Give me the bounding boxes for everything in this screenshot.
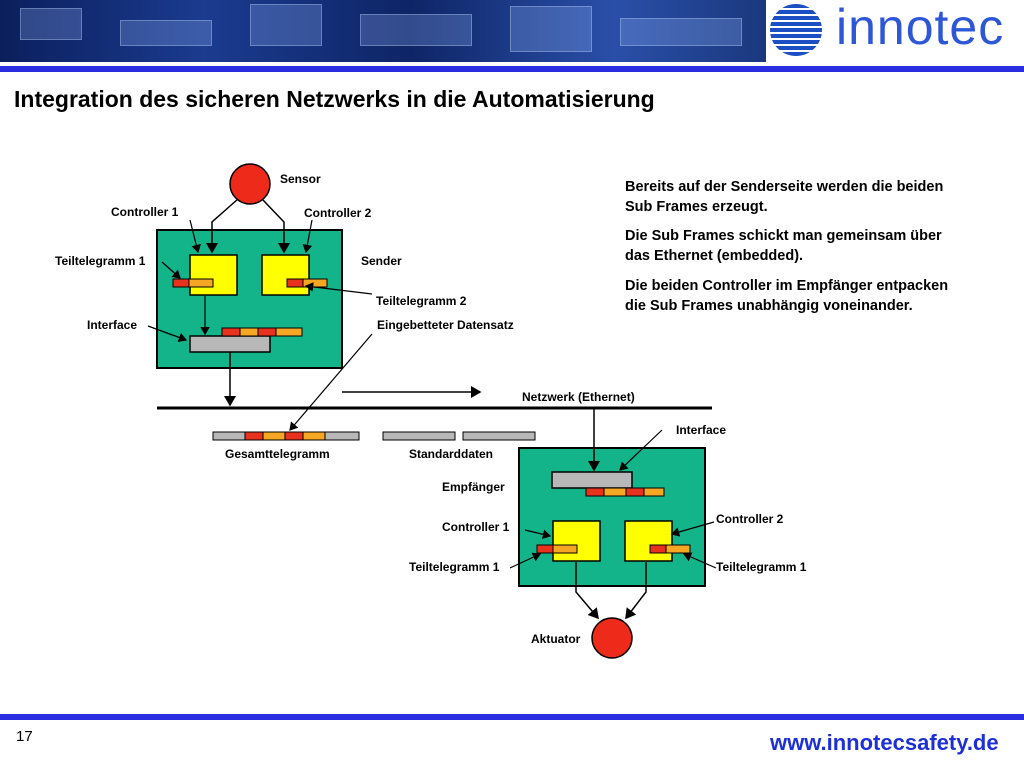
label-aktuator: Aktuator	[531, 632, 581, 646]
footer-divider	[0, 714, 1024, 720]
label-controller2-top: Controller 2	[304, 206, 372, 220]
standard-data-1	[382, 431, 456, 441]
label-standarddaten: Standarddaten	[409, 447, 494, 461]
sender-interface	[189, 335, 271, 353]
receiver-controller-2	[624, 520, 673, 562]
page-number: 17	[16, 728, 33, 745]
banner-decoration	[120, 20, 212, 46]
label-controller2-bottom: Controller 2	[716, 512, 784, 526]
total-telegram	[212, 431, 360, 441]
label-eingebetteter-datensatz: Eingebetteter Datensatz	[377, 318, 514, 332]
sender-controller-1	[189, 254, 238, 296]
label-controller1-bottom: Controller 1	[442, 520, 510, 534]
logo-text: innotec	[836, 0, 1005, 55]
label-interface-top: Interface	[87, 318, 138, 332]
sender-embedded-frame	[221, 327, 303, 337]
label-teiltelegramm1-right: Teiltelegramm 1	[716, 560, 807, 574]
receiver-board	[518, 447, 706, 587]
description-paragraph-1: Bereits auf der Senderseite werden die b…	[625, 179, 944, 215]
description-paragraph-3: Die beiden Controller im Empfänger entpa…	[625, 278, 949, 314]
sender-controller-2	[261, 254, 310, 296]
label-sensor: Sensor	[280, 172, 321, 186]
label-teiltelegramm1-left: Teiltelegramm 1	[409, 560, 500, 574]
label-netzwerk: Netzwerk (Ethernet)	[522, 390, 635, 404]
label-empfaenger: Empfänger	[442, 480, 505, 494]
banner-decoration	[250, 4, 322, 46]
receiver-embedded-frame	[585, 487, 665, 497]
receiver-controller-1	[552, 520, 601, 562]
banner-decoration	[20, 8, 82, 40]
website-link[interactable]: www.innotecsafety.de	[770, 730, 999, 755]
banner-decoration	[510, 6, 592, 52]
label-gesamttelegramm: Gesamttelegramm	[225, 447, 330, 461]
banner-decoration	[360, 14, 472, 46]
label-teiltelegramm2: Teiltelegramm 2	[376, 294, 467, 308]
actuator-icon	[591, 617, 633, 659]
label-controller1-top: Controller 1	[111, 205, 179, 219]
innotec-logo-icon	[770, 4, 822, 56]
standard-data-2	[462, 431, 536, 441]
sensor-icon	[229, 163, 271, 205]
description-paragraph-2: Die Sub Frames schickt man gemeinsam übe…	[625, 228, 942, 264]
banner-decoration	[620, 18, 742, 46]
label-teiltelegramm1-top: Teiltelegramm 1	[55, 254, 146, 268]
header-divider	[0, 66, 1024, 72]
label-sender: Sender	[361, 254, 402, 268]
receiver-interface	[551, 471, 633, 489]
label-interface-bottom: Interface	[676, 423, 727, 437]
page-title: Integration des sicheren Netzwerks in di…	[14, 86, 655, 112]
